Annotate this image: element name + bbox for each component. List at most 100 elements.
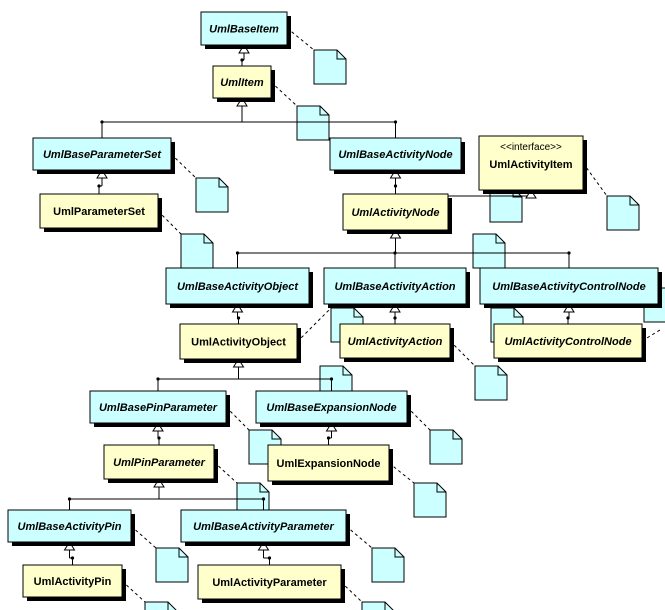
class-umlactivitypin[interactable]: UmlActivityPin: [22, 564, 126, 601]
generalization-edge: [97, 178, 103, 194]
note-link: [388, 462, 415, 484]
class-box: [22, 564, 123, 598]
class-box: [197, 564, 342, 600]
class-name: UmlActivityControlNode: [504, 336, 631, 348]
class-box: [493, 323, 643, 359]
note-link: [296, 307, 332, 343]
class-umlactivitynode[interactable]: UmlActivityNode: [342, 193, 452, 234]
note-icon[interactable]: [361, 601, 394, 610]
class-box: [179, 323, 298, 360]
generalization-edge: [263, 550, 272, 565]
class-name: UmlBaseActivityNode: [338, 149, 452, 161]
class-name: UmlActivityParameter: [212, 577, 327, 589]
class-box: [200, 11, 288, 46]
class-name: UmlBaseParameterSet: [43, 149, 162, 161]
class-umlbaseactivitypin[interactable]: UmlBaseActivityPin: [7, 509, 135, 546]
class-umlbaseactivityparameter[interactable]: UmlBaseActivityParameter: [180, 509, 350, 546]
class-box: [342, 193, 449, 231]
note-icon[interactable]: [429, 429, 463, 465]
class-umlbaseactivityaction[interactable]: UmlBaseActivityAction: [323, 267, 470, 308]
note-icon[interactable]: [474, 365, 508, 401]
generalization-edge: [156, 367, 334, 391]
class-box: [180, 509, 347, 543]
class-umlbaseitem[interactable]: UmlBaseItem: [200, 11, 291, 49]
class-name: UmlActivityNode: [351, 207, 439, 219]
class-name: UmlBaseExpansionNode: [266, 402, 396, 414]
class-name: UmlParameterSet: [53, 206, 145, 218]
class-name: UmlActivityAction: [348, 336, 443, 348]
note-link: [340, 581, 363, 603]
generalization-edge: [67, 487, 266, 510]
class-box: [89, 390, 227, 424]
generalization-edge: [393, 178, 398, 194]
class-box: [267, 444, 390, 482]
class-box: [323, 267, 467, 305]
class-umlbaseparameterset[interactable]: UmlBaseParameterSet: [32, 137, 175, 174]
class-umlactivitycontrolnode[interactable]: UmlActivityControlNode: [493, 323, 646, 362]
class-umlactivityaction[interactable]: UmlActivityAction: [339, 323, 454, 362]
note-icon[interactable]: [180, 233, 214, 269]
class-name: UmlBaseActivityObject: [177, 281, 299, 293]
class-name: UmlBaseActivityParameter: [193, 521, 334, 533]
class-name: UmlBaseActivityPin: [18, 521, 122, 533]
note-icon[interactable]: [606, 195, 640, 231]
class-umlbaseexpansionnode[interactable]: UmlBaseExpansionNode: [255, 390, 411, 427]
class-box: [255, 390, 408, 424]
generalization-edge: [236, 312, 241, 324]
note-icon[interactable]: [413, 482, 447, 518]
note-icon[interactable]: [195, 177, 229, 213]
class-umlbaseactivitycontrolnode[interactable]: UmlBaseActivityControlNode: [479, 267, 662, 308]
class-name: UmlActivityObject: [191, 337, 286, 349]
class-stereotype: <<interface>>: [500, 142, 562, 153]
class-box: [32, 137, 172, 171]
generalization-edge: [100, 106, 398, 138]
note-icon[interactable]: [155, 547, 189, 583]
note-icon[interactable]: [371, 547, 405, 583]
class-umlitem[interactable]: UmlItem: [212, 65, 275, 102]
class-umlbaseactivitynode[interactable]: UmlBaseActivityNode: [329, 137, 465, 174]
class-name: UmlPinParameter: [113, 457, 205, 469]
generalization-edge: [69, 550, 75, 565]
class-name: UmlBaseActivityAction: [334, 281, 455, 293]
class-umlparameterset[interactable]: UmlParameterSet: [39, 193, 162, 232]
class-umlexpansionnode[interactable]: UmlExpansionNode: [267, 444, 393, 485]
class-name: UmlBasePinParameter: [99, 402, 218, 414]
generalization-edge: [326, 431, 332, 445]
class-box: [212, 65, 272, 99]
class-box: [339, 323, 451, 359]
class-umlactivityobject[interactable]: UmlActivityObject: [179, 323, 301, 363]
class-name: UmlExpansionNode: [277, 458, 381, 470]
generalization-edge: [566, 312, 570, 324]
generalization-edge: [235, 238, 571, 268]
class-box: [103, 444, 215, 480]
generalization-edge: [393, 312, 397, 324]
class-umlbasepinparameter[interactable]: UmlBasePinParameter: [89, 390, 230, 427]
note-link: [121, 580, 146, 603]
class-name: UmlBaseItem: [209, 24, 279, 36]
note-icon[interactable]: [236, 482, 270, 518]
class-umlactivityitem[interactable]: <<interface>> UmlActivityItem: [478, 135, 587, 194]
class-box: [39, 193, 159, 229]
class-box: [478, 135, 584, 191]
class-umlactivityparameter[interactable]: UmlActivityParameter: [197, 564, 345, 603]
class-box: [7, 509, 132, 543]
class-name: UmlItem: [220, 77, 264, 89]
class-name: UmlBaseActivityControlNode: [492, 281, 645, 293]
note-link: [213, 461, 238, 484]
class-box: [165, 267, 310, 305]
class-name: UmlActivityItem: [489, 159, 572, 171]
note-icon[interactable]: [472, 233, 506, 269]
generalization-edge: [240, 53, 245, 66]
class-box: [329, 137, 462, 171]
generalization-edge: [157, 431, 161, 445]
note-icon[interactable]: [296, 105, 330, 141]
class-name: UmlActivityPin: [34, 576, 112, 588]
note-link: [286, 27, 315, 51]
class-umlpinparameter[interactable]: UmlPinParameter: [103, 444, 218, 483]
class-umlbaseactivityobject[interactable]: UmlBaseActivityObject: [165, 267, 313, 308]
class-box: [479, 267, 659, 305]
note-icon[interactable]: [313, 49, 347, 85]
note-icon[interactable]: [144, 601, 177, 610]
